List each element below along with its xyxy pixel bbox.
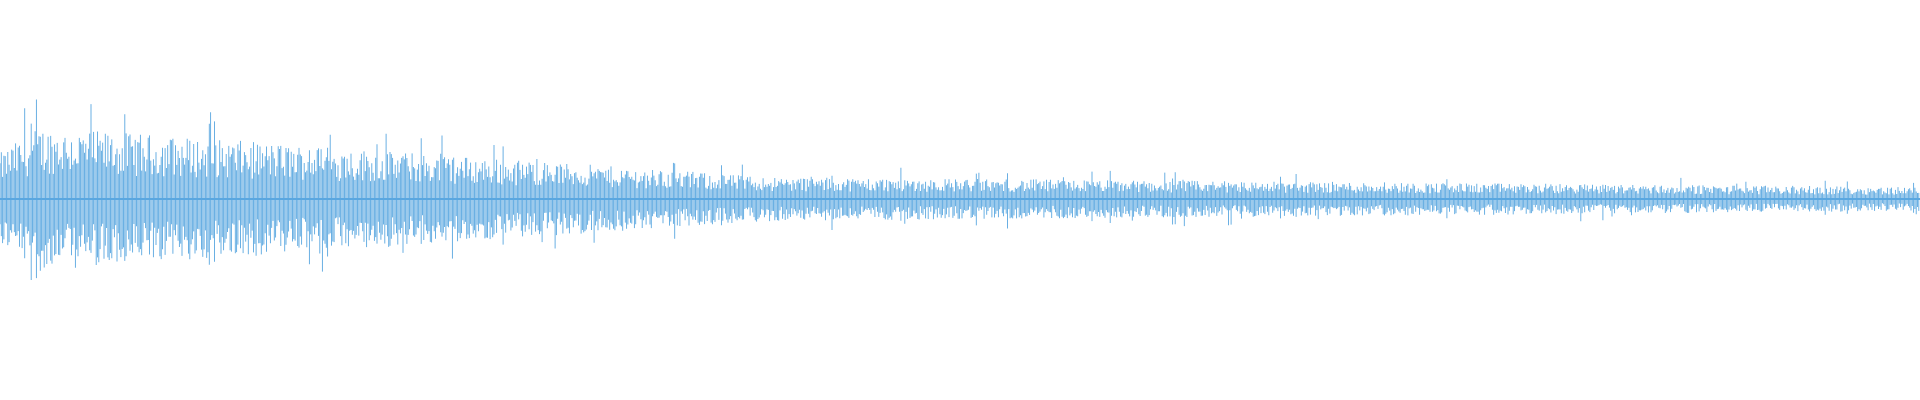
waveform-trace <box>0 99 1920 280</box>
waveform-samples <box>0 99 1920 280</box>
